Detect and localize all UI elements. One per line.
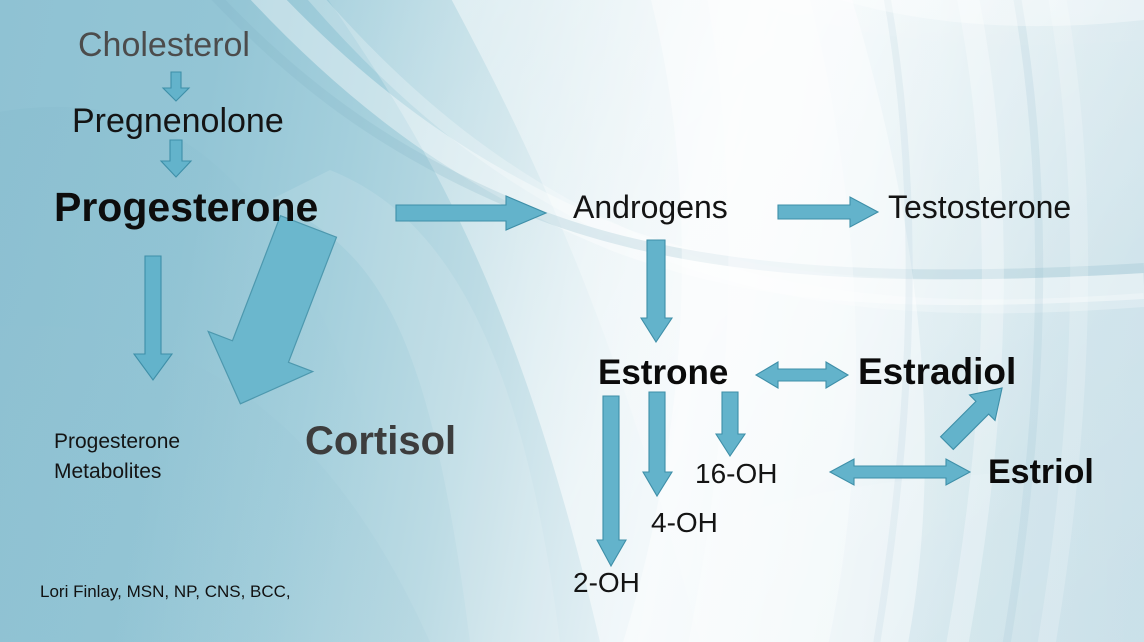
progesterone-metabolites-line-2: Metabolites	[54, 460, 162, 484]
node-progesterone-metabolites: Progesterone Metabolites	[54, 427, 180, 488]
node-cortisol: Cortisol	[305, 419, 457, 463]
node-estriol: Estriol	[988, 453, 1094, 491]
arrow-estrone-to-16oh	[714, 391, 747, 458]
arrow-pregnenolone-to-progesterone	[158, 139, 194, 178]
node-cholesterol: Cholesterol	[78, 26, 250, 64]
arrow-estrone-to-4oh	[642, 391, 673, 498]
arrow-androgens-to-testosterone	[777, 196, 880, 229]
arrow-estrone-to-estradiol	[754, 360, 850, 392]
arrow-16oh-to-estriol	[828, 457, 972, 489]
node-testosterone: Testosterone	[888, 189, 1072, 225]
node-16-oh: 16-OH	[695, 458, 778, 489]
arrow-progesterone-to-metabolites	[132, 255, 174, 382]
node-estrone: Estrone	[598, 353, 729, 392]
arrow-cholesterol-to-pregnenolone	[160, 71, 192, 102]
node-pregnenolone: Pregnenolone	[72, 102, 284, 140]
arrow-estradiol-to-estriol	[939, 387, 1034, 486]
node-androgens: Androgens	[573, 189, 728, 225]
arrow-progesterone-to-androgens	[395, 195, 548, 232]
node-2-oh: 2-OH	[573, 567, 640, 598]
progesterone-metabolites-line-1: Progesterone	[54, 430, 181, 453]
arrow-progesterone-to-cortisol	[207, 214, 415, 422]
arrow-androgens-to-estrone	[640, 239, 674, 344]
author-credit: Lori Finlay, MSN, NP, CNS, BCC,	[40, 582, 291, 601]
node-progesterone: Progesterone	[54, 184, 319, 230]
arrow-estrone-to-2oh	[596, 395, 627, 568]
node-4-oh: 4-OH	[651, 507, 718, 538]
node-estradiol: Estradiol	[858, 351, 1017, 392]
